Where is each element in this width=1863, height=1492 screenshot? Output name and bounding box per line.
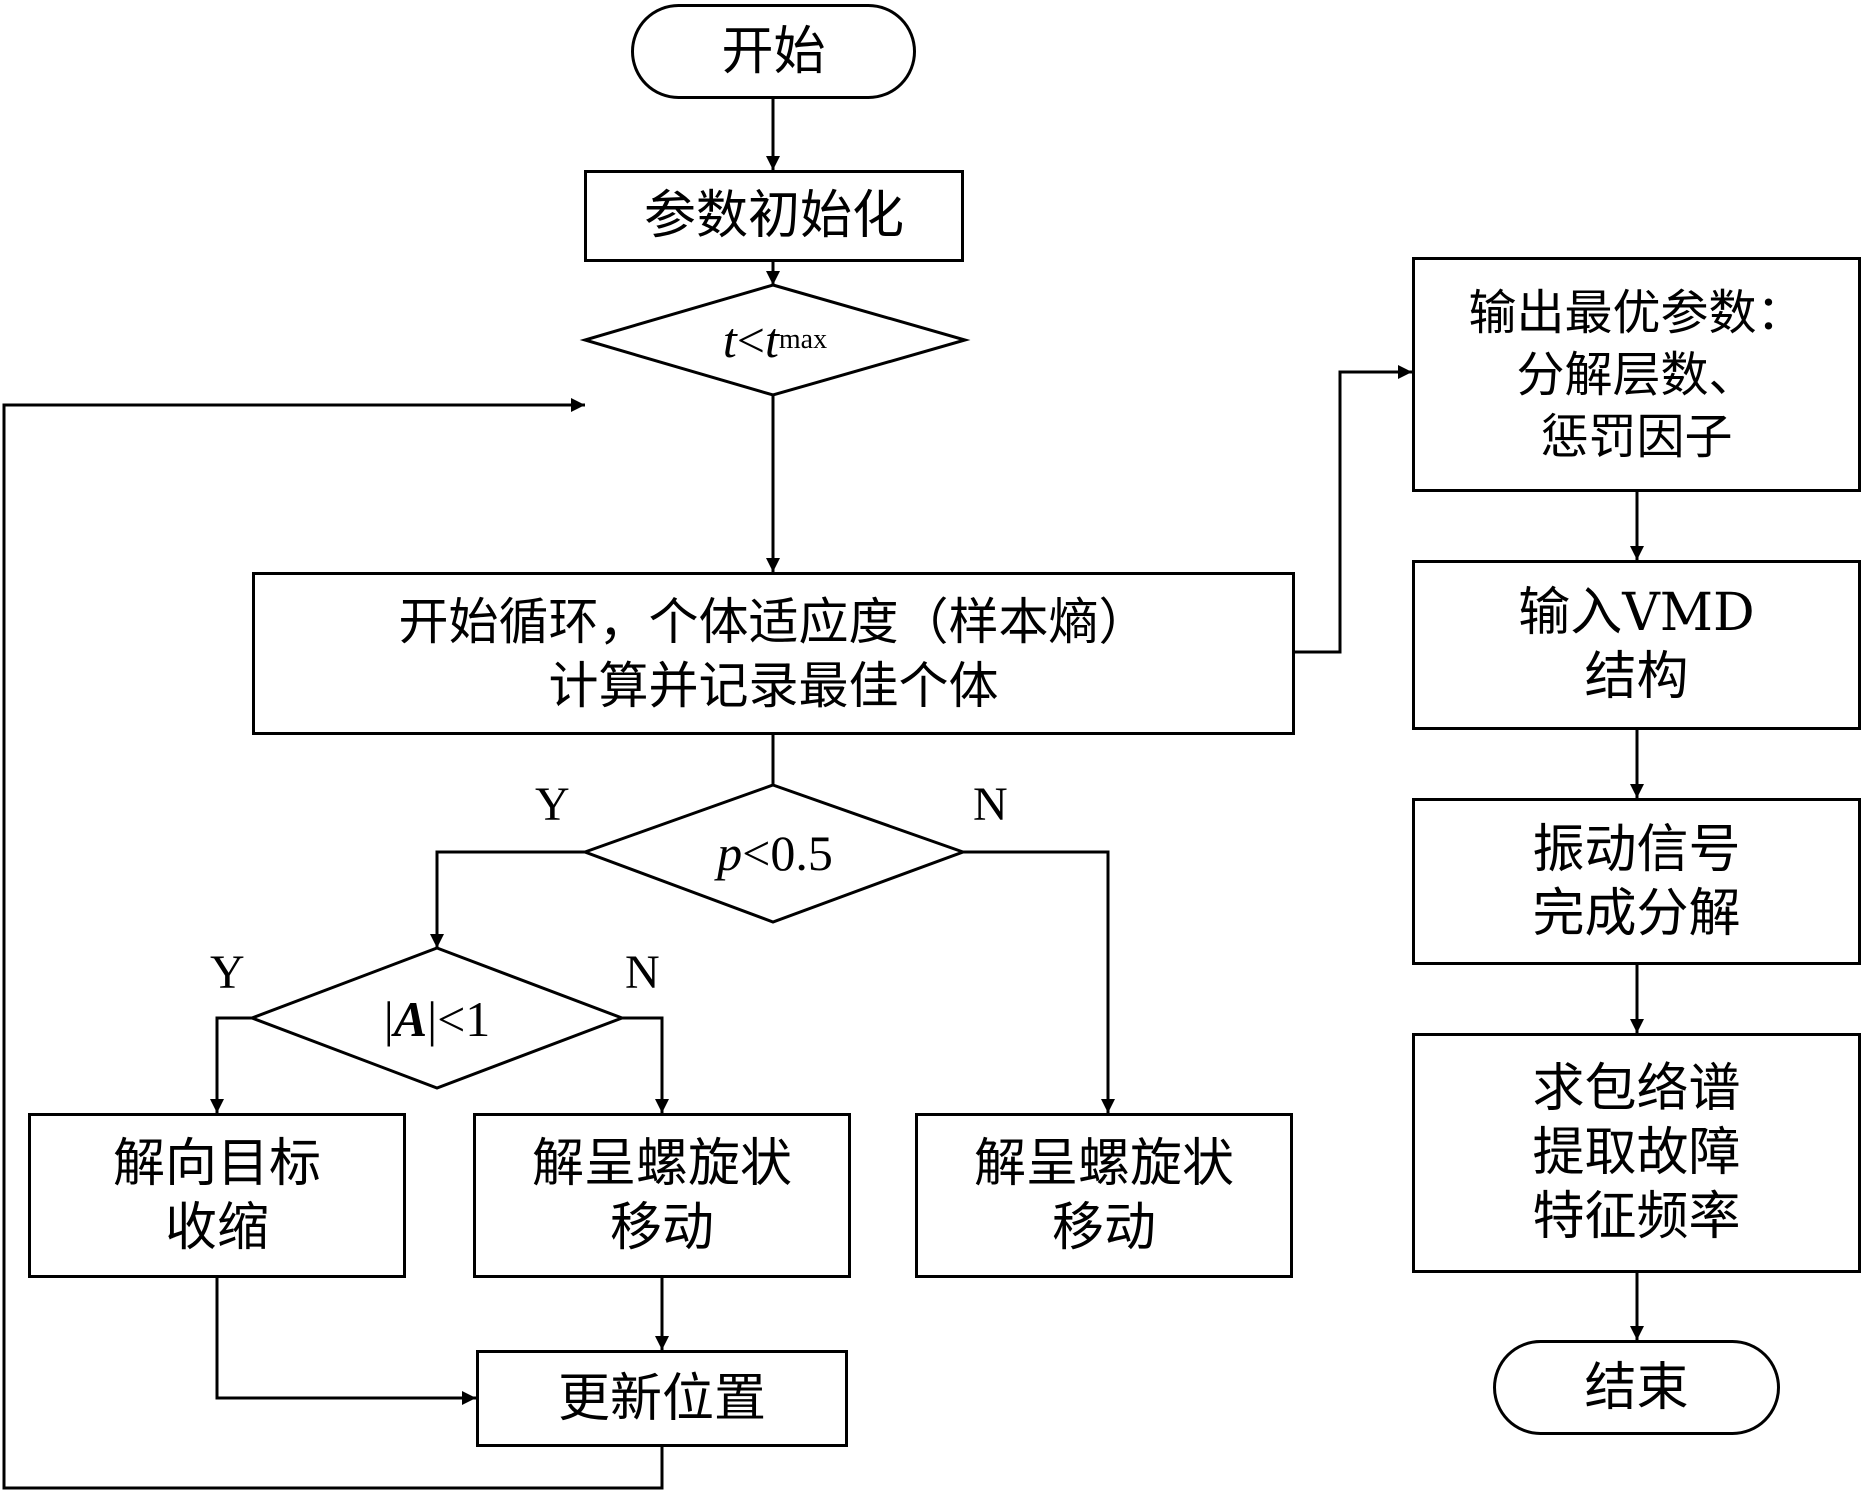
diamond-a xyxy=(247,946,627,1090)
a-no-label: N xyxy=(625,946,660,999)
diamond-p xyxy=(580,783,968,924)
cond-a-bar-left: | xyxy=(383,991,394,1047)
arrow-a-yes xyxy=(210,1016,252,1113)
shrink-line-1: 解向目标 xyxy=(112,1133,321,1194)
spiral-left-box: 解呈螺旋状 移动 xyxy=(473,1113,851,1278)
envelope-line-2: 提取故障 xyxy=(1532,1123,1741,1183)
init-box: 参数初始化 xyxy=(584,170,964,262)
vmd-box: 输入VMD 结构 xyxy=(1412,560,1861,730)
cond-a-text: |A|<1 xyxy=(322,986,552,1052)
spiral-right-line-1: 解呈螺旋状 xyxy=(973,1133,1234,1194)
loop-line-2: 计算并记录最佳个体 xyxy=(548,656,999,715)
spiral-right-box: 解呈螺旋状 移动 xyxy=(915,1113,1293,1278)
vmd-line-1: 输入VMD xyxy=(1518,583,1755,643)
p-no-label: N xyxy=(973,778,1008,831)
cond-a-val: 1 xyxy=(465,991,491,1047)
cond-t-lhs: t xyxy=(722,312,737,368)
cond-a-var: A xyxy=(393,991,428,1047)
arrow-a-no xyxy=(622,1016,669,1113)
cond-t-rhs: t xyxy=(764,312,779,368)
cond-a-op: < xyxy=(437,991,466,1047)
cond-p-text: p<0.5 xyxy=(655,820,895,886)
end-label: 结束 xyxy=(1584,1357,1689,1418)
arrow-loop-back xyxy=(2,398,664,1490)
arrow-p-yes xyxy=(430,850,585,948)
start-terminal: 开始 xyxy=(631,4,916,99)
end-terminal: 结束 xyxy=(1493,1340,1780,1435)
decomp-box: 振动信号 完成分解 xyxy=(1412,798,1861,965)
cond-a-bar-right: | xyxy=(427,991,438,1047)
output-box: 输出最优参数： 分解层数、 惩罚因子 xyxy=(1412,257,1861,492)
start-label: 开始 xyxy=(721,21,826,82)
arrow-shrink-update xyxy=(215,1278,476,1405)
decomp-line-2: 完成分解 xyxy=(1532,883,1741,944)
shrink-box: 解向目标 收缩 xyxy=(28,1113,406,1278)
cond-t-op: < xyxy=(736,312,765,368)
loop-box: 开始循环，个体适应度（样本熵） 计算并记录最佳个体 xyxy=(252,572,1295,735)
init-label: 参数初始化 xyxy=(643,186,904,246)
cond-p-op: < xyxy=(742,825,771,881)
envelope-box: 求包络谱 提取故障 特征频率 xyxy=(1412,1033,1861,1273)
vmd-line-2: 结构 xyxy=(1584,647,1689,707)
envelope-line-1: 求包络谱 xyxy=(1532,1059,1741,1119)
spiral-right-line-2: 移动 xyxy=(1051,1197,1156,1258)
output-line-1: 输出最优参数： xyxy=(1468,284,1805,341)
cond-t-sub: max xyxy=(778,324,828,355)
spiral-left-line-1: 解呈螺旋状 xyxy=(531,1133,792,1194)
decomp-line-1: 振动信号 xyxy=(1532,819,1741,880)
cond-p-val: 0.5 xyxy=(770,825,833,881)
a-yes-label: Y xyxy=(210,946,245,999)
p-yes-label: Y xyxy=(535,778,570,831)
update-box: 更新位置 xyxy=(476,1350,848,1447)
output-line-3: 惩罚因子 xyxy=(1540,408,1733,465)
loop-line-1: 开始循环，个体适应度（样本熵） xyxy=(398,592,1149,651)
arrow-p-no xyxy=(963,850,1115,1113)
output-line-2: 分解层数、 xyxy=(1516,346,1757,403)
spiral-left-line-2: 移动 xyxy=(609,1197,714,1258)
envelope-line-3: 特征频率 xyxy=(1532,1187,1741,1247)
cond-p-var: p xyxy=(717,825,743,881)
update-label: 更新位置 xyxy=(557,1368,766,1429)
shrink-line-2: 收缩 xyxy=(164,1197,269,1258)
arrow-loop-output xyxy=(1295,365,1412,654)
